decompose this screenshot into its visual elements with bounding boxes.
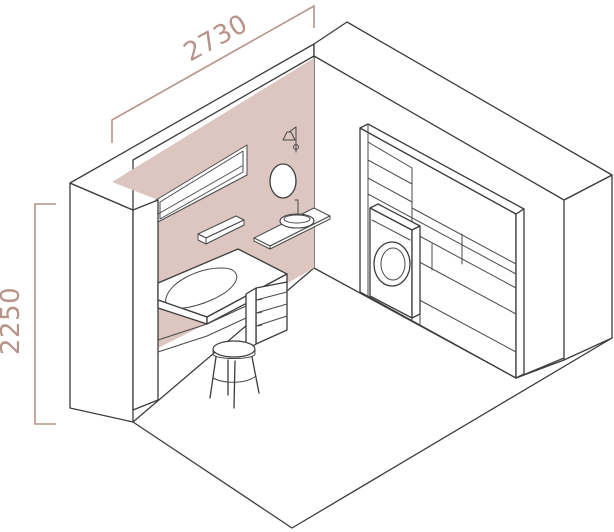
window-sill: [157, 165, 243, 215]
width-dimension-label: 2730: [179, 9, 253, 68]
height-dimension-line: [34, 203, 56, 425]
left-wall-front-edge: [69, 182, 134, 423]
wall-lamp-icon: [282, 126, 299, 153]
storage-unit: [359, 123, 525, 379]
right-wall-front-edge: [563, 174, 613, 361]
washing-machine-icon: [369, 203, 421, 319]
sink-icon: [279, 213, 315, 229]
floor-edge-right: [515, 359, 565, 379]
left-wall-top: [69, 43, 315, 211]
wall-shelf: [197, 215, 245, 245]
right-wall-top: [313, 21, 613, 201]
stool-icon: [209, 340, 260, 409]
height-dimension: 2250: [0, 203, 56, 425]
width-dimension-line: [111, 4, 315, 143]
height-dimension-label: 2250: [0, 287, 26, 355]
left-column: [132, 199, 159, 411]
sink-counter: [253, 199, 331, 250]
vanity-desk: [157, 248, 288, 353]
round-mirror-icon: [269, 163, 297, 199]
